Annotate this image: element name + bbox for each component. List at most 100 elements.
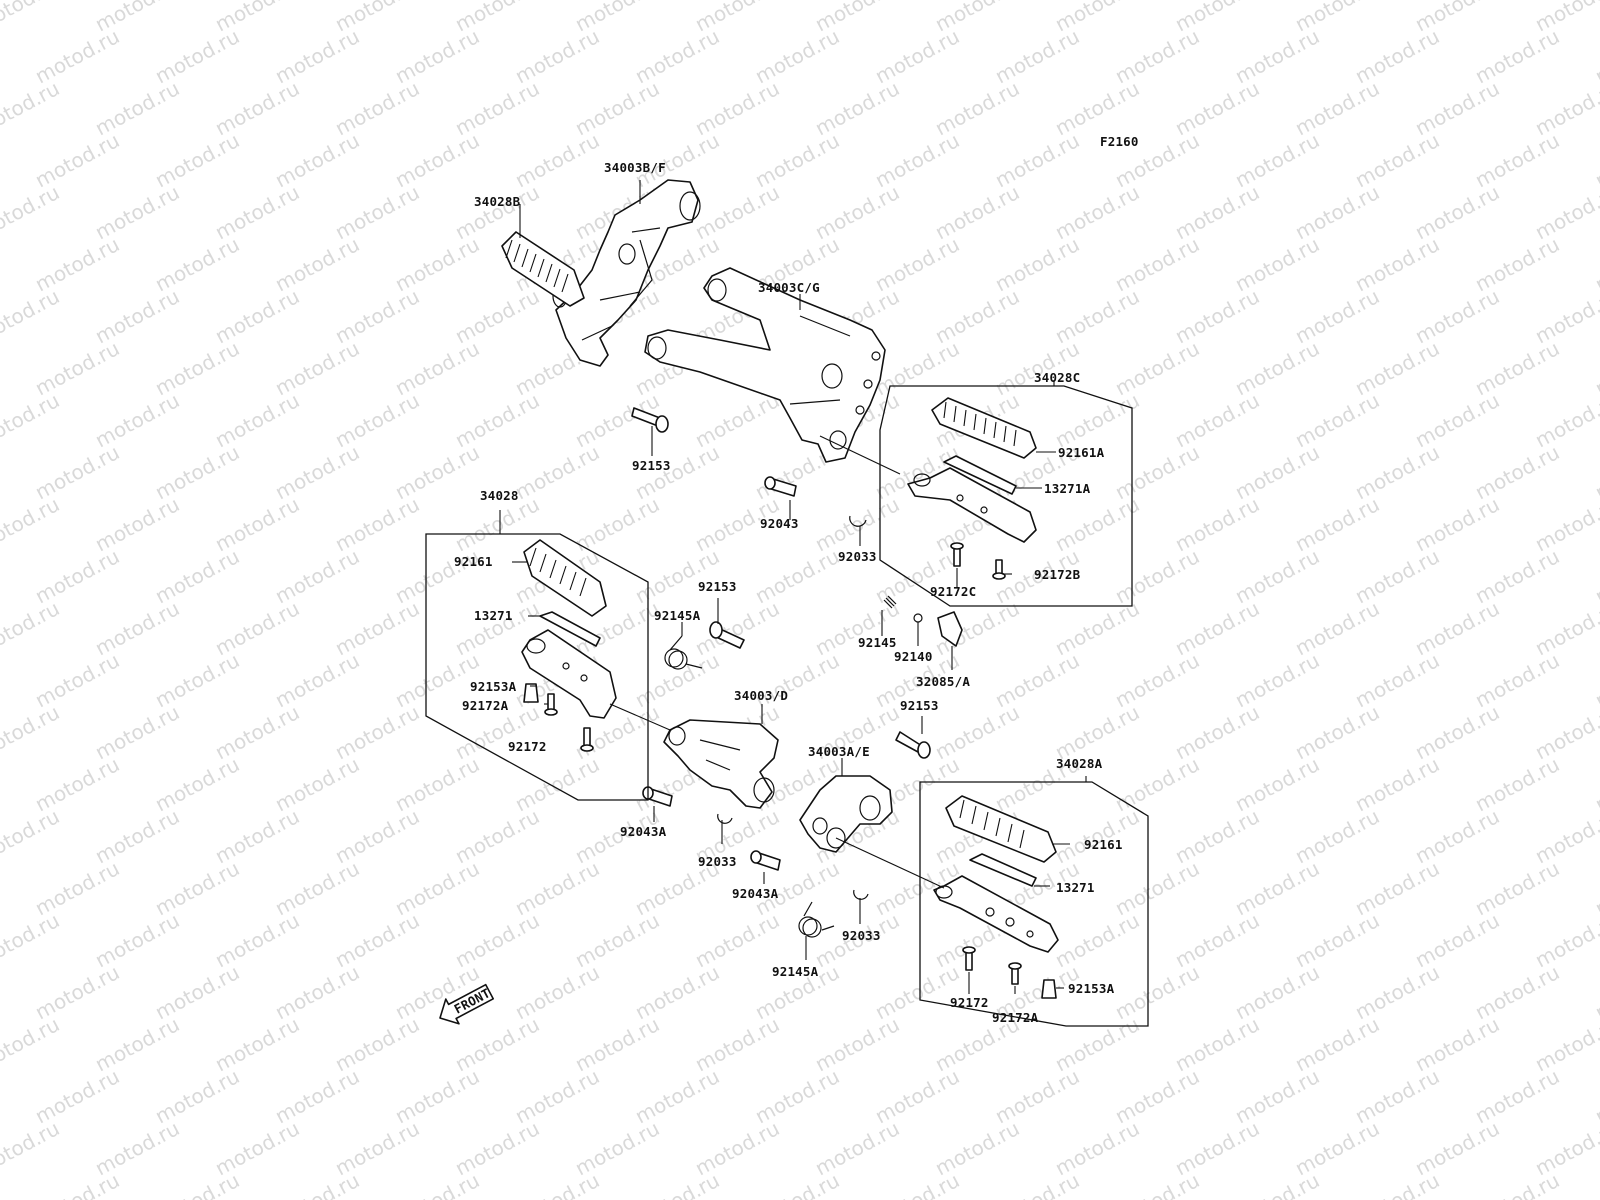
bolt-92172b xyxy=(992,559,1006,580)
watermark-text: motod.ru xyxy=(1111,232,1203,296)
label-92161-left: 92161 xyxy=(454,554,493,569)
watermark-text: motod.ru xyxy=(1591,24,1600,88)
watermark-text: motod.ru xyxy=(751,544,843,608)
watermark-text: motod.ru xyxy=(391,336,483,400)
watermark-text: motod.ru xyxy=(451,180,543,244)
bolt-92153-mid xyxy=(709,621,745,649)
watermark-text: motod.ru xyxy=(631,544,723,608)
watermark-text: motod.ru xyxy=(1411,1116,1503,1180)
watermark-text: motod.ru xyxy=(1591,1064,1600,1128)
watermark-text: motod.ru xyxy=(1111,1064,1203,1128)
watermark-text: motod.ru xyxy=(1231,232,1323,296)
watermark-text: motod.ru xyxy=(1231,440,1323,504)
watermark-text: motod.ru xyxy=(1471,1168,1563,1200)
watermark-text: motod.ru xyxy=(1051,700,1143,764)
watermark-text: motod.ru xyxy=(1111,440,1203,504)
watermark-text: motod.ru xyxy=(31,24,123,88)
watermark-text: motod.ru xyxy=(1471,1064,1563,1128)
watermark-text: motod.ru xyxy=(1231,544,1323,608)
watermark-text: motod.ru xyxy=(1111,648,1203,712)
watermark-text: motod.ru xyxy=(571,1012,663,1076)
label-92145: 92145 xyxy=(858,635,897,650)
watermark-text: motod.ru xyxy=(871,232,963,296)
watermark-text: motod.ru xyxy=(1471,856,1563,920)
pin-92043a-mid xyxy=(750,850,781,871)
watermark-text: motod.ru xyxy=(331,700,423,764)
label-34028b: 34028B xyxy=(474,194,521,209)
watermark-text: motod.ru xyxy=(271,1064,363,1128)
bolt-92172a-left xyxy=(544,693,558,716)
watermark-text: motod.ru xyxy=(31,128,123,192)
watermark-text: motod.ru xyxy=(31,856,123,920)
watermark-text: motod.ru xyxy=(691,908,783,972)
watermark-text: motod.ru xyxy=(1531,804,1600,868)
watermark-text: motod.ru xyxy=(691,76,783,140)
bracket-34003cg xyxy=(644,267,886,463)
watermark-text: motod.ru xyxy=(751,1168,843,1200)
watermark-text: motod.ru xyxy=(991,232,1083,296)
frame-34028a xyxy=(919,781,1149,1027)
watermark-text: motod.ru xyxy=(451,284,543,348)
watermark-text: motod.ru xyxy=(91,180,183,244)
watermark-text: motod.ru xyxy=(1171,1012,1263,1076)
watermark-text: motod.ru xyxy=(271,232,363,296)
label-92153-top: 92153 xyxy=(632,458,671,473)
watermark-text: motod.ru xyxy=(1471,232,1563,296)
watermark-text: motod.ru xyxy=(1351,648,1443,712)
watermark-text: motod.ru xyxy=(31,960,123,1024)
watermark-text: motod.ru xyxy=(1411,1012,1503,1076)
watermark-text: motod.ru xyxy=(0,0,63,36)
watermark-text: motod.ru xyxy=(31,648,123,712)
watermark-text: motod.ru xyxy=(1051,1012,1143,1076)
watermark-text: motod.ru xyxy=(31,440,123,504)
watermark-text: motod.ru xyxy=(31,1168,123,1200)
watermark-text: motod.ru xyxy=(811,492,903,556)
label-34028a: 34028A xyxy=(1056,756,1103,771)
watermark-text: motod.ru xyxy=(151,440,243,504)
watermark-text: motod.ru xyxy=(0,1116,63,1180)
label-92153a-right: 92153A xyxy=(1068,981,1115,996)
watermark-text: motod.ru xyxy=(331,492,423,556)
watermark-text: motod.ru xyxy=(1351,960,1443,1024)
watermark-text: motod.ru xyxy=(991,128,1083,192)
watermark-text: motod.ru xyxy=(811,1116,903,1180)
watermark-text: motod.ru xyxy=(1291,1012,1383,1076)
watermark-text: motod.ru xyxy=(1291,804,1383,868)
label-13271-left: 13271 xyxy=(474,608,513,623)
watermark-text: motod.ru xyxy=(211,284,303,348)
watermark-text: motod.ru xyxy=(211,908,303,972)
watermark-text: motod.ru xyxy=(271,440,363,504)
watermark-text: motod.ru xyxy=(1111,960,1203,1024)
nut-92153a-left xyxy=(523,683,539,703)
watermark-text: motod.ru xyxy=(31,232,123,296)
watermark-text: motod.ru xyxy=(1531,388,1600,452)
bracket-34003bf xyxy=(552,179,701,367)
watermark-text: motod.ru xyxy=(571,1116,663,1180)
watermark-text: motod.ru xyxy=(151,544,243,608)
watermark-text: motod.ru xyxy=(91,596,183,660)
watermark-text: motod.ru xyxy=(1591,1168,1600,1200)
watermark-text: motod.ru xyxy=(0,336,3,400)
label-92161-right: 92161 xyxy=(1084,837,1123,852)
watermark-text: motod.ru xyxy=(1231,960,1323,1024)
watermark-text: motod.ru xyxy=(151,752,243,816)
watermark-text: motod.ru xyxy=(1591,544,1600,608)
footpeg-34028b xyxy=(501,231,585,307)
spring-92145a-left xyxy=(664,635,703,670)
watermark-text: motod.ru xyxy=(271,648,363,712)
watermark-text: motod.ru xyxy=(0,232,3,296)
watermark-text: motod.ru xyxy=(1471,960,1563,1024)
pin-92043a-left xyxy=(642,786,673,807)
label-92153a-left: 92153A xyxy=(470,679,517,694)
watermark-text: motod.ru xyxy=(871,1168,963,1200)
watermark-text: motod.ru xyxy=(1531,76,1600,140)
watermark-text: motod.ru xyxy=(331,804,423,868)
watermark-text: motod.ru xyxy=(1291,284,1383,348)
label-92172a-left: 92172A xyxy=(462,698,509,713)
watermark-text: motod.ru xyxy=(1171,908,1263,972)
watermark-text: motod.ru xyxy=(751,24,843,88)
watermark-text: motod.ru xyxy=(1411,596,1503,660)
watermark-text: motod.ru xyxy=(151,24,243,88)
label-92172a-right: 92172A xyxy=(992,1010,1039,1025)
watermark-text: motod.ru xyxy=(31,336,123,400)
